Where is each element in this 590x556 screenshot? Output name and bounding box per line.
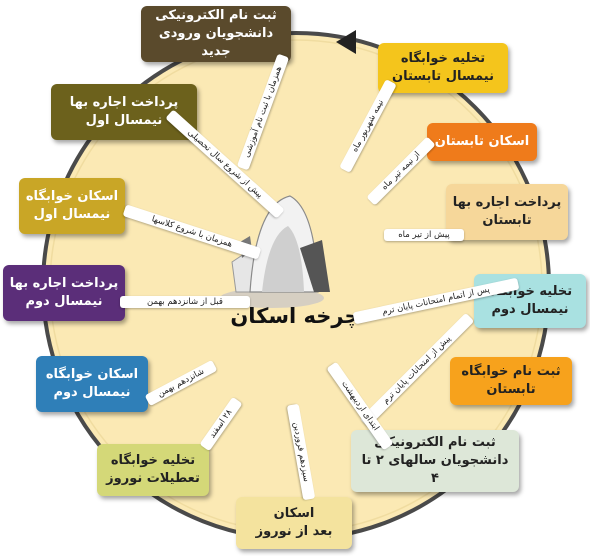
university-building-icon <box>220 195 330 308</box>
step-box: پرداخت اجاره بها نیمسال دوم <box>3 265 125 321</box>
step-box: تخلیه خوابگاه نیمسال دوم <box>474 274 586 328</box>
step-box: اسکان خوابگاه نیمسال دوم <box>36 356 148 412</box>
step-box: اسکان تابستان <box>427 123 537 161</box>
step-box: اسکان خوابگاه نیمسال اول <box>19 178 125 234</box>
step-box: ثبت نام الکترونیکی دانشجویان ورودی جدید <box>141 6 291 62</box>
step-box: تخلیه خوابگاه تعطیلات نوروز <box>97 444 209 496</box>
step-box: اسکان بعد از نوروز <box>236 497 352 549</box>
timing-label: قبل از شانزدهم بهمن <box>120 296 250 308</box>
diagram-title: چرخه اسکان <box>230 304 360 328</box>
timing-label: پیش از تیر ماه <box>384 229 464 241</box>
step-box: تخلیه خوابگاه نیمسال تابستان <box>378 43 508 93</box>
step-box: ثبت نام خوابگاه تابستان <box>450 357 572 405</box>
step-box: پرداخت اجاره بها تابستان <box>446 184 568 240</box>
cycle-direction-arrow-icon <box>336 30 356 54</box>
